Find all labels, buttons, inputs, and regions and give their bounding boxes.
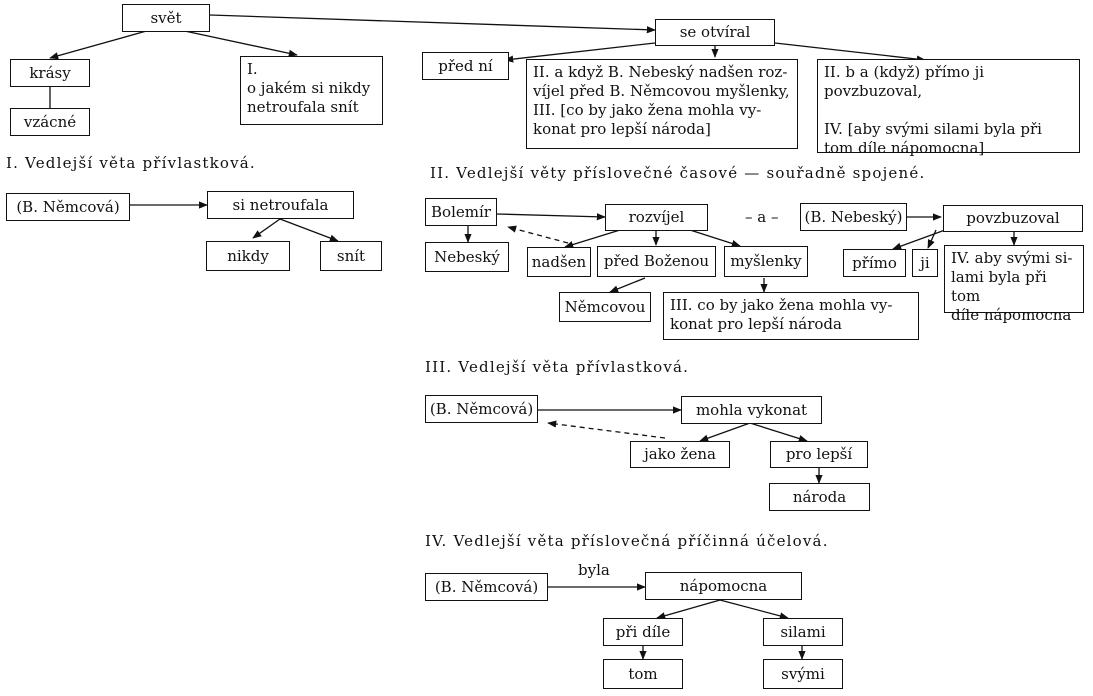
node-primo: přímo — [843, 249, 906, 277]
node-nebesky: Nebeský — [425, 242, 509, 272]
conjunction-a: – a – — [745, 208, 779, 226]
clause-IIa-line-3: III. [co by jako žena mohla vy- — [533, 101, 762, 119]
clause-I-line-2: o jakém si nikdy — [247, 79, 371, 97]
node-svet: svět — [122, 4, 210, 32]
clause-III-line-2: konat pro lepší národa — [670, 315, 842, 333]
clause-IIb-line-2 — [824, 101, 1073, 120]
node-povzbuzoval: povzbuzoval — [943, 205, 1083, 232]
section-IV-heading: IV. Vedlejší věta příslovečná příčinná ú… — [425, 532, 829, 550]
node-nemcovou: Němcovou — [559, 292, 651, 322]
node-b-nemcova-I: (B. Němcová) — [6, 193, 130, 221]
clause-IIb-line-4: tom díle nápomocna] — [824, 139, 985, 157]
node-clause-IIb: II. b a (když) přímo ji povzbuzoval, IV.… — [817, 59, 1080, 157]
node-clause-III-II: III. co by jako žena mohla vy- konat pro… — [663, 292, 919, 340]
node-snit: snít — [320, 241, 382, 271]
node-ji: ji — [912, 249, 938, 277]
node-clause-I: I. o jakém si nikdy netroufala snít — [240, 56, 383, 125]
node-pred-ni: před ní — [422, 52, 509, 80]
node-mohla-vykonat: mohla vykonat — [681, 396, 822, 424]
section-II-heading: II. Vedlejší věty příslovečné časové — s… — [430, 164, 926, 182]
node-si-netroufala: si netroufala — [207, 191, 354, 219]
node-rozvijel: rozvíjel — [605, 204, 708, 231]
clause-I-line-1: I. — [247, 60, 258, 78]
node-krasy: krásy — [10, 59, 90, 87]
node-b-nebesky: (B. Nebeský) — [800, 203, 907, 231]
node-napomocna: nápomocna — [645, 572, 802, 600]
node-nikdy: nikdy — [206, 241, 290, 271]
node-clause-IIa: II. a když B. Nebeský nadšen roz- víjel … — [526, 59, 798, 149]
node-pro-lepsi: pro lepší — [770, 441, 868, 468]
node-silami: silami — [763, 618, 843, 646]
clause-IIa-line-4: konat pro lepší národa] — [533, 120, 711, 138]
node-naroda: národa — [769, 483, 870, 511]
node-myslenky: myšlenky — [724, 246, 808, 277]
clause-IV-line-1: IV. aby svými si- — [951, 249, 1073, 267]
node-vzacne: vzácné — [10, 108, 90, 136]
clause-IV-line-2: lami byla při tom — [951, 268, 1047, 305]
clause-I-line-3: netroufala snít — [247, 98, 359, 116]
clause-IV-line-3: díle nápomocna — [951, 306, 1072, 324]
section-III-heading: III. Vedlejší věta přívlastková. — [425, 358, 690, 376]
clause-IIb-line-1: II. b a (když) přímo ji povzbuzoval, — [824, 63, 985, 100]
section-I-heading: I. Vedlejší věta přívlastková. — [6, 154, 256, 172]
node-pri-dile: při díle — [603, 618, 683, 646]
node-nadsen: nadšen — [527, 247, 591, 277]
node-se-otviral: se otvíral — [655, 19, 775, 46]
clause-III-line-1: III. co by jako žena mohla vy- — [670, 296, 893, 314]
node-bolemir: Bolemír — [425, 198, 497, 226]
clause-IIb-line-3: IV. [aby svými silami byla při — [824, 120, 1042, 138]
node-jako-zena: jako žena — [630, 441, 730, 468]
node-b-nemcova-IV: (B. Němcová) — [425, 573, 548, 601]
node-svymi: svými — [763, 659, 843, 689]
node-clause-IV-II: IV. aby svými si- lami byla při tom díle… — [944, 245, 1084, 324]
label-byla: byla — [578, 561, 610, 579]
clause-IIa-line-2: víjel před B. Němcovou myšlenky, — [533, 82, 790, 100]
clause-IIa-line-1: II. a když B. Nebeský nadšen roz- — [533, 63, 788, 81]
node-pred-bozenou: před Boženou — [597, 246, 716, 277]
node-b-nemcova-III: (B. Němcová) — [425, 395, 538, 423]
node-tom: tom — [603, 659, 683, 689]
